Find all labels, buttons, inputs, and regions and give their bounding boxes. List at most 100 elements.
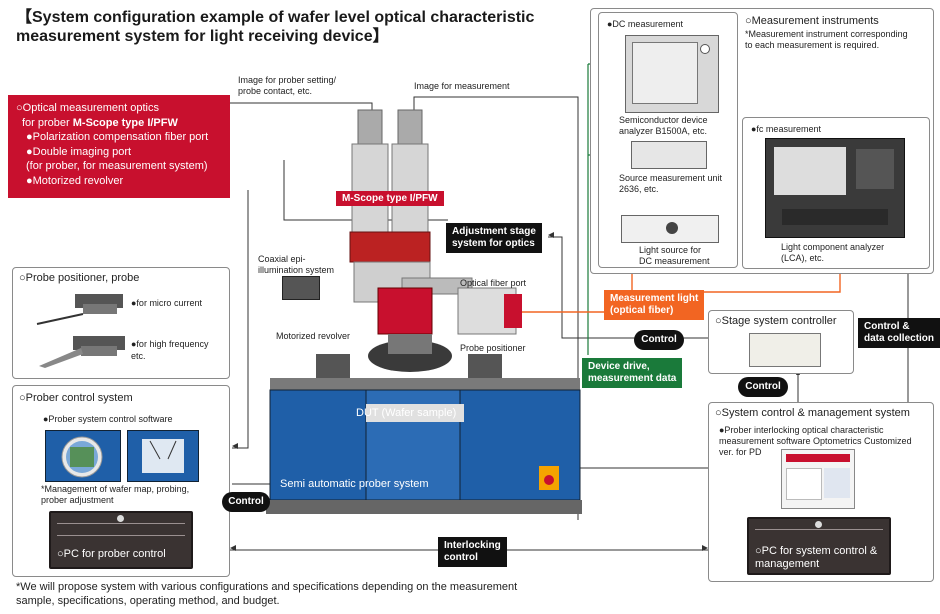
img-prober-label-1: Image for prober setting/	[238, 75, 337, 85]
control-data-line-2: data collection	[864, 333, 935, 344]
control-data-line-1: Control &	[864, 321, 910, 332]
stage-panel-title: ○Stage system controller	[715, 315, 837, 327]
device-drive-line-2: measurement data	[588, 373, 677, 384]
control-oval-stage: Control	[634, 330, 684, 350]
smu-label-2: 2636, etc.	[619, 184, 659, 194]
instruments-desc-1: *Measurement instrument corresponding	[745, 29, 908, 39]
prober-control-panel: ○Prober control system ●Prober system co…	[12, 385, 230, 577]
instruments-desc-2: to each measurement is required.	[745, 40, 880, 50]
coaxial-label-2: illumination system	[258, 265, 335, 275]
mscope-tag: M-Scope type I/PFW	[336, 191, 444, 206]
system-line-2: measurement software Optometrics Customi…	[719, 436, 912, 446]
positioner-label: Probe positioner	[460, 343, 526, 353]
arrow-left-2	[230, 545, 236, 551]
b1500a-instrument	[625, 35, 719, 113]
arrow-left-3	[548, 232, 554, 238]
prober-software-label: ●Prober system control software	[43, 414, 173, 424]
system-pc-label-2: management	[755, 558, 820, 570]
prober-mgmt-line-1: *Management of wafer map, probing,	[41, 484, 190, 494]
optics-line-2: for prober M-Scope type I/PFW	[16, 116, 230, 131]
system-panel-title: ○System control & management system	[715, 407, 910, 419]
prober-mgmt-line-2: prober adjustment	[41, 495, 114, 505]
img-measure-label: Image for measurement	[414, 81, 510, 91]
probing-screenshot	[127, 430, 199, 482]
measurement-light-line-2: (optical fiber)	[610, 305, 674, 316]
title-line-2: measurement system for light receiving d…	[16, 28, 389, 45]
b1500a-label-2: analyzer B1500A, etc.	[619, 126, 708, 136]
optics-bullet-1: ●Polarization compensation fiber port	[26, 131, 209, 143]
control-oval-prober: Control	[222, 492, 270, 512]
probe-panel: ○Probe positioner, probe ●for micro curr…	[12, 267, 230, 379]
optics-bullet-3: (for prober, for measurement system)	[26, 160, 208, 172]
optics-bullet-2: ●Double imaging port	[26, 145, 132, 158]
system-pc-label-1: ○PC for system control &	[755, 545, 878, 557]
optics-line-1: ○Optical measurement optics	[16, 102, 159, 114]
control-data-tag: Control & data collection	[858, 318, 940, 348]
probe-panel-title: ○Probe positioner, probe	[19, 272, 140, 284]
interlock-line-2: control	[444, 552, 478, 563]
stage-controller-panel: ○Stage system controller	[708, 310, 854, 374]
line-prober-control-up	[232, 190, 249, 449]
wafer-map-screenshot	[45, 430, 121, 482]
probe-hf-label: ●for high frequency	[131, 339, 209, 349]
system-pc: ○PC for system control & management	[747, 517, 891, 575]
measurement-light-tag: Measurement light (optical fiber)	[604, 290, 705, 320]
device-drive-tag: Device drive, measurement data	[582, 358, 683, 388]
prober-illustration	[266, 109, 582, 514]
optics-line-2a: for prober	[22, 116, 73, 129]
lca-label-1: Light component analyzer	[781, 242, 885, 252]
device-drive-line-1: Device drive,	[588, 361, 650, 372]
interlocking-tag: Interlocking control	[438, 537, 507, 567]
prober-pc: ○PC for prober control	[49, 511, 193, 569]
dc-title: ●DC measurement	[607, 19, 683, 29]
light-source-label-1: Light source for	[639, 245, 702, 255]
adj-line-2: system for optics	[452, 238, 535, 249]
system-pc-power-icon	[815, 521, 822, 528]
system-management-panel: ○System control & management system ●Pro…	[708, 402, 934, 582]
fiber-port-label: Optical fiber port	[460, 278, 527, 288]
lca-label-2: (LCA), etc.	[781, 253, 825, 263]
line-measure-image	[413, 96, 579, 520]
coaxial-label-1: Coaxial epi-	[258, 254, 306, 264]
revolver-label: Motorized revolver	[276, 331, 351, 341]
prober-pc-label: ○PC for prober control	[57, 548, 166, 560]
arrow-right-1	[702, 545, 708, 551]
adjustment-stage-tag: Adjustment stage system for optics	[446, 223, 542, 253]
footnote-line-2: sample, specifications, operating method…	[16, 595, 280, 607]
fc-title: ●fc measurement	[751, 124, 821, 134]
probe-hf-etc: etc.	[131, 351, 146, 361]
measurement-light-line-1: Measurement light	[610, 293, 699, 304]
footnote-line-1: *We will propose system with various con…	[16, 581, 518, 593]
adj-line-1: Adjustment stage	[452, 226, 536, 237]
title-line-1: 【System configuration example of wafer l…	[16, 9, 535, 26]
prober-label: Semi automatic prober system	[280, 478, 429, 490]
fc-panel: ●fc measurement Light component analyzer…	[742, 117, 930, 269]
footnote: *We will propose system with various con…	[16, 580, 576, 608]
light-source-label-2: DC measurement	[639, 256, 710, 266]
optics-callout: ○Optical measurement optics for prober M…	[8, 95, 230, 198]
page-title: 【System configuration example of wafer l…	[16, 8, 576, 46]
b1500a-label-1: Semiconductor device	[619, 115, 708, 125]
stage-controller-device	[749, 333, 821, 367]
light-source-instrument	[621, 215, 719, 243]
probe-illustration	[36, 294, 125, 368]
prober-panel-title: ○Prober control system	[19, 392, 133, 404]
system-line-1: ●Prober interlocking optical characteris…	[719, 425, 884, 435]
pc-power-icon	[117, 515, 124, 522]
software-screenshot	[781, 449, 855, 509]
smu-instrument	[631, 141, 707, 169]
interlock-line-1: Interlocking	[444, 540, 501, 551]
dc-panel: ●DC measurement Semiconductor device ana…	[598, 12, 738, 268]
dut-label: DUT (Wafer sample)	[356, 407, 457, 419]
line-prober-image	[230, 102, 373, 112]
optics-bullet-4: ●Motorized revolver	[26, 174, 124, 187]
img-prober-label-2: probe contact, etc.	[238, 86, 313, 96]
smu-label-1: Source measurement unit	[619, 173, 723, 183]
instruments-title: ○Measurement instruments	[745, 15, 879, 27]
system-line-3: ver. for PD	[719, 447, 762, 457]
control-oval-system: Control	[738, 377, 788, 397]
lca-instrument	[765, 138, 905, 238]
optics-product-name: M-Scope type I/PFW	[72, 116, 178, 129]
arrow-left-1	[232, 443, 238, 449]
probe-micro-label: ●for micro current	[131, 298, 202, 308]
